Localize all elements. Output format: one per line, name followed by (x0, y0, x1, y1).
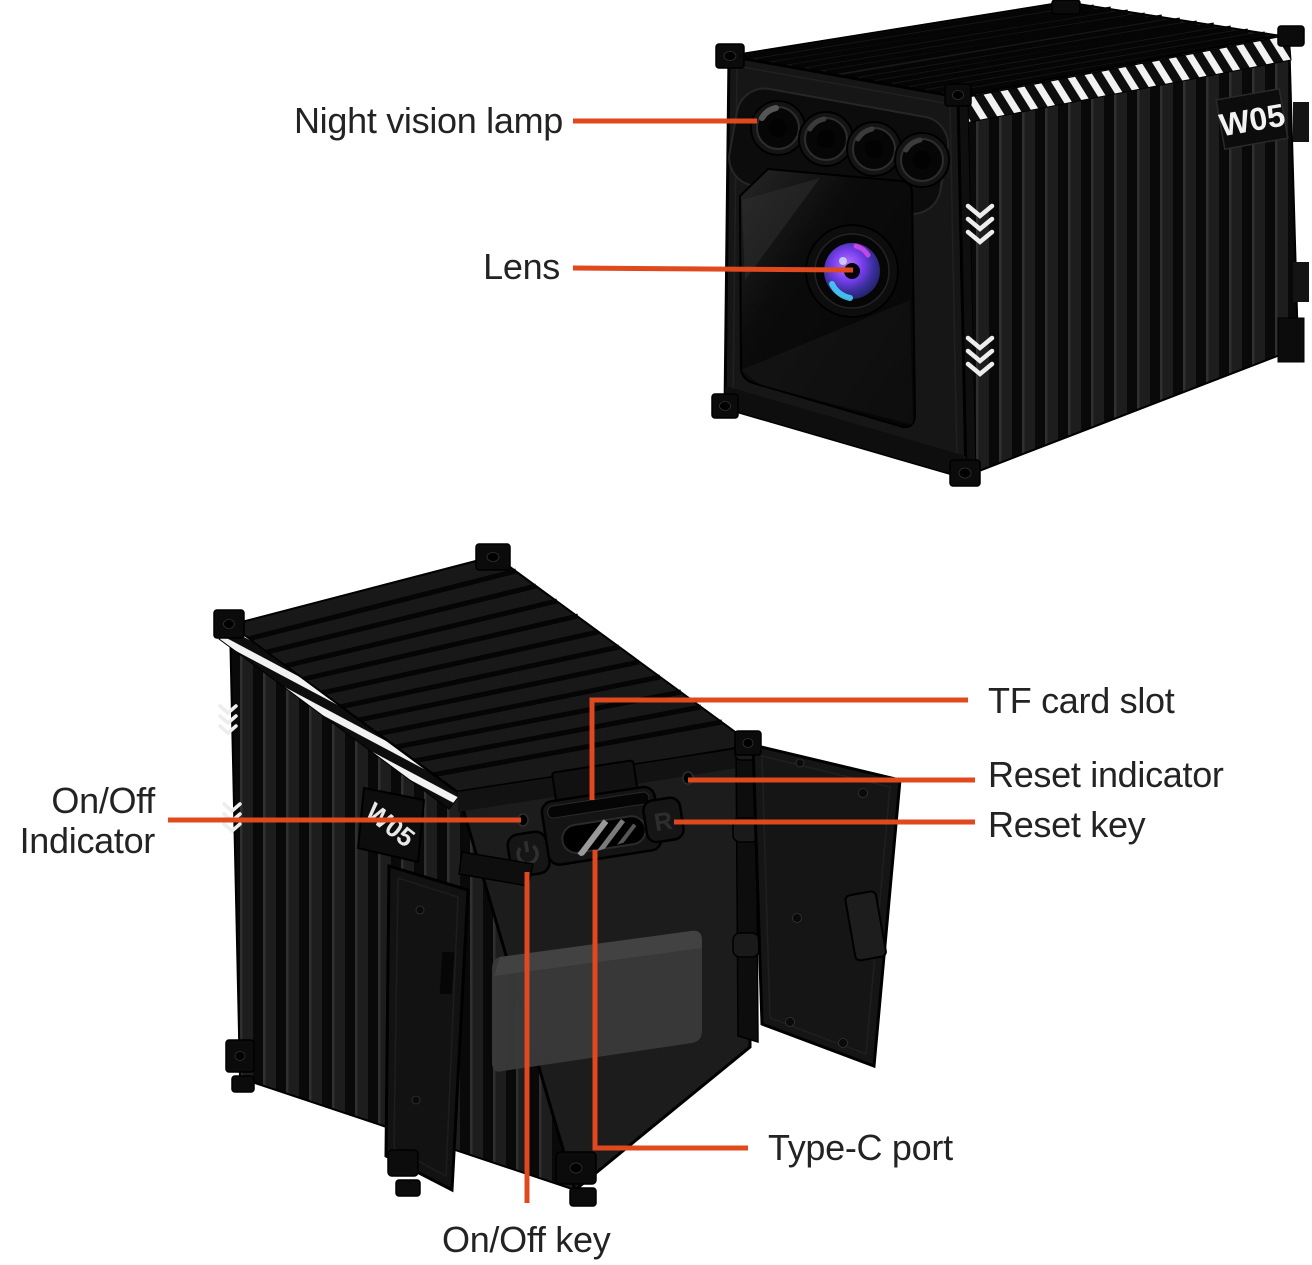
hazard-stripes (957, 34, 1292, 125)
bottom-camera-side-panel: W05 (218, 622, 577, 1192)
leader-lens (572, 265, 854, 273)
camera-lens (805, 224, 899, 318)
leader-tf-card-slot (589, 697, 968, 800)
type-c-connector-reflection (577, 818, 637, 858)
top-camera-side-panel: W05 (956, 31, 1309, 478)
chevron-marks-icon (965, 203, 995, 377)
side-notch (1293, 262, 1309, 302)
model-badge: W05 (356, 786, 426, 864)
reset-key-letter: R (652, 807, 674, 837)
reset-key-button: R (642, 796, 685, 844)
spec-label-panel (492, 930, 702, 1072)
power-icon (516, 840, 539, 866)
night-vision-lamp-bar (728, 87, 950, 215)
callout-reset-key: Reset key (988, 804, 1146, 845)
door-screws (785, 758, 868, 1048)
bottom-camera-back-face: R (456, 745, 752, 1193)
callout-type-c-port: Type-C port (768, 1127, 953, 1168)
on-off-indicator-hole (517, 813, 529, 827)
model-badge-text: W05 (360, 797, 421, 854)
reset-indicator-hole (682, 771, 694, 785)
casting-holes (223, 552, 754, 1174)
leader-type-c-port (592, 850, 748, 1151)
left-door-open (384, 851, 534, 1197)
callout-night-vision-lamp: Night vision lamp (293, 100, 563, 141)
port-housing (540, 759, 663, 866)
callout-on-off-indicator-line1: On/Off (51, 780, 155, 821)
corner-castings (213, 543, 762, 1207)
right-door-open (751, 743, 902, 1069)
model-badge-text: W05 (1217, 97, 1288, 144)
side-notch (1293, 102, 1309, 142)
chevron-marks-icon (218, 704, 242, 834)
callout-on-off-indicator-line2: Indicator (19, 820, 156, 861)
night-vision-lamp-4 (894, 132, 950, 188)
callout-on-off-key: On/Off key (442, 1219, 611, 1260)
tf-card-slot-opening (547, 791, 650, 819)
callout-on-off-indicator: On/Off Indicator (19, 780, 156, 861)
night-vision-lamp-1 (750, 100, 806, 156)
model-badge: W05 (1215, 87, 1289, 151)
callout-reset-indicator: Reset indicator (988, 754, 1224, 795)
top-camera-illustration: W05 (711, 0, 1309, 487)
bottom-camera-roof (227, 554, 756, 797)
corner-casting (1277, 317, 1305, 363)
door-latch-block (844, 890, 887, 962)
top-camera-front-face (723, 54, 968, 481)
tf-card (551, 759, 639, 807)
front-corner-post (950, 95, 995, 477)
door-hinge-column (732, 737, 760, 1044)
corner-castings (711, 0, 1305, 487)
night-vision-lamp-2 (798, 111, 854, 167)
type-c-port-opening (561, 815, 647, 854)
top-camera-roof (728, 0, 1295, 99)
callout-lens: Lens (483, 246, 560, 287)
on-off-key-button (506, 830, 551, 878)
hazard-stripes (218, 624, 461, 810)
night-vision-lamp-3 (846, 121, 902, 177)
casting-holes (719, 51, 972, 479)
bottom-camera-illustration: W05 (213, 543, 902, 1207)
lens-panel (738, 167, 917, 429)
callout-tf-card-slot: TF card slot (988, 680, 1175, 721)
